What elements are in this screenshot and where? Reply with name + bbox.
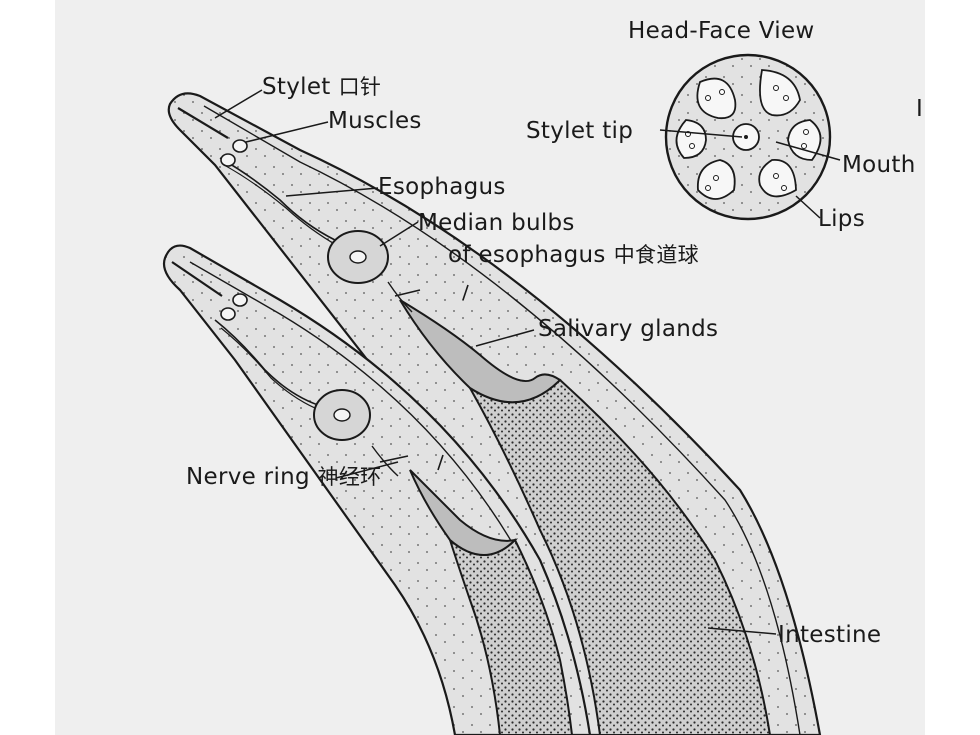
intestine-label: Intestine (778, 622, 882, 648)
stylet-knob-lower-2 (220, 307, 236, 321)
stylet-label: Stylet 口针 (262, 76, 381, 99)
sensory-dots (685, 85, 809, 191)
esophagus-upper (219, 157, 336, 241)
stylet-label-zh: 口针 (338, 75, 382, 99)
leader-intestine (707, 627, 777, 635)
median-bulbs-label: Median bulbs (418, 210, 575, 236)
median-bulbs-label-line2: of esophagus 中食道球 (448, 244, 699, 267)
median-bulbs-label-of-esophagus: of esophagus (448, 242, 606, 268)
leader-stylet (214, 89, 263, 119)
nematode-lower (162, 244, 592, 735)
head-face-view-title: Head-Face View (628, 18, 815, 44)
nerve-ring-lower (379, 454, 444, 471)
edge-character: I (916, 96, 924, 122)
nerve-ring-upper (394, 284, 469, 301)
leader-lips (795, 195, 821, 219)
nerve-ring-label: Nerve ring 神经环 (186, 466, 381, 489)
leader-salivary-glands (475, 329, 535, 347)
salivary-gland-lower (409, 469, 519, 556)
mouth-label: Mouth (842, 152, 916, 178)
stylet-knob-upper-1 (232, 139, 248, 153)
stylet-knob-lower-1 (232, 293, 248, 307)
lips-label: Lips (818, 206, 865, 232)
esophagus-label: Esophagus (378, 174, 506, 200)
stylet-tip-label: Stylet tip (526, 118, 634, 144)
esophagus-lower (214, 319, 319, 406)
muscles-label: Muscles (328, 108, 422, 134)
stylet-lower (171, 261, 223, 297)
leader-stylet-tip (659, 129, 743, 138)
stylet-upper (177, 107, 229, 139)
nematode-upper (167, 92, 822, 735)
stylet-label-en: Stylet (262, 74, 331, 100)
leader-median-bulbs (379, 221, 419, 247)
nerve-ring-label-en: Nerve ring (186, 464, 310, 490)
head-face-view (664, 53, 832, 221)
leader-lines (214, 89, 841, 635)
nerve-ring-label-zh: 神经环 (317, 465, 382, 489)
leader-nerve-ring (335, 461, 399, 479)
leader-mouth (775, 141, 841, 161)
leader-muscles (245, 121, 329, 143)
salivary-glands-label: Salivary glands (538, 316, 719, 342)
salivary-gland-upper (399, 299, 562, 404)
stylet-knob-upper-2 (220, 153, 236, 167)
median-bulbs-label-zh: 中食道球 (613, 243, 699, 267)
leader-esophagus (285, 187, 379, 197)
body-inner-wall-upper (203, 105, 801, 735)
